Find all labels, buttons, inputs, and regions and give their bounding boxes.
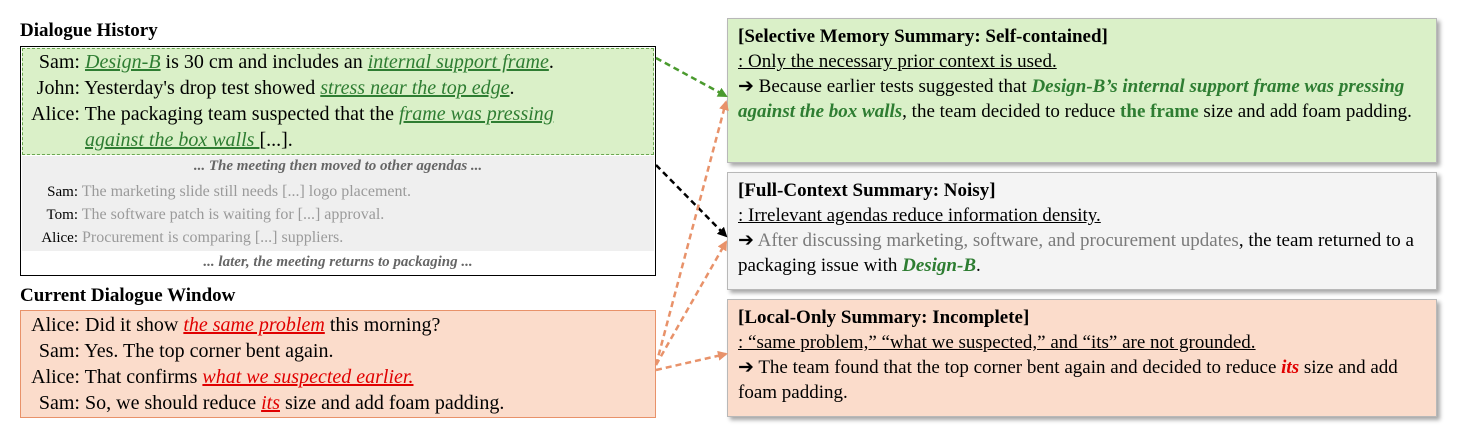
selective-summary-heading: [Selective Memory Summary: Self-containe… [738,26,1108,47]
dialogue-line: Sam: Design-B is 30 cm and includes an i… [24,50,554,74]
local-only-summary-note: : “same problem,” “what we suspected,” a… [738,332,1256,353]
utterance-text: this morning? [324,314,441,336]
utterance-text: The software patch is waiting for [...] … [81,206,385,223]
ambiguous-reference: what we suspected earlier. [202,366,414,388]
ambiguous-reference: the same problem [183,314,325,336]
selective-summary-card: [Selective Memory Summary: Self-containe… [727,18,1437,163]
current-window-title: Current Dialogue Window [20,285,236,306]
arrow-icon: ➔ [738,357,754,378]
speaker-label: Sam: [47,184,78,200]
other-agenda-line: Tom: The software patch is waiting for [… [24,204,385,226]
speaker-label: Sam: [38,340,80,362]
utterance-text: . [509,77,515,99]
speaker-label: Sam: [38,392,80,414]
dialogue-line: Sam: Yes. The top corner bent again. [24,339,334,363]
arrow-current-to-full [654,240,728,366]
highlighted-phrase: frame was pressing [398,103,554,125]
current-window-box [20,310,656,418]
speaker-label: Sam: [38,51,80,73]
utterance-text: [...]. [259,129,293,151]
dialogue-line: Alice: That confirms what we suspected e… [24,365,413,389]
highlighted-phrase: Design-B [85,51,161,73]
utterance-text: size and add foam padding. [279,392,505,414]
full-context-summary-card: [Full-Context Summary: Noisy] : Irreleva… [727,172,1437,290]
full-context-summary-heading: [Full-Context Summary: Noisy] [738,180,996,201]
separator-top: ... The meeting then moved to other agen… [193,158,483,174]
dialogue-history-box [20,46,656,276]
utterance-text: The packaging team suspected that the [84,103,399,125]
local-only-summary-card: [Local-Only Summary: Incomplete] : “same… [727,299,1437,417]
arrow-icon: ➔ [738,76,754,97]
speaker-label: Alice: [41,230,78,246]
selective-summary-body: ➔ Because earlier tests suggested that D… [738,76,1412,122]
speaker-label: Alice: [31,366,80,388]
arrow-history-to-selective [655,56,728,98]
dialogue-line: against the box walls [...]. [24,128,293,152]
utterance-text: That confirms [84,366,203,388]
utterance-text: The marketing slide still needs [...] lo… [81,183,411,200]
ambiguous-reference: its [261,392,280,414]
history-other-agendas-region [22,156,654,251]
highlighted-phrase: stress near the top edge [320,77,510,99]
speaker-label: Alice: [31,103,80,125]
utterance-text: . [548,51,554,73]
highlighted-phrase: internal support frame [367,51,549,73]
utterance-text: Yesterday's drop test showed [84,77,321,99]
speaker-label: Tom: [46,207,78,223]
dialogue-line: Sam: So, we should reduce its size and a… [24,391,504,415]
utterance-text: So, we should reduce [85,392,262,414]
utterance-text: is 30 cm and includes an [160,51,368,73]
highlighted-phrase: against the box walls [85,129,260,151]
arrow-current-to-selective [654,100,729,366]
dialogue-line: Alice: Did it show the same problem this… [24,313,440,337]
other-agenda-line: Alice: Procurement is comparing [...] su… [24,227,343,249]
local-only-summary-heading: [Local-Only Summary: Incomplete] [738,307,1030,328]
speaker-label: Alice: [31,314,80,336]
utterance-text: Did it show [85,314,184,336]
separator-bottom: ... later, the meeting returns to packag… [203,254,473,270]
utterance-text: Yes. The top corner bent again. [84,340,334,362]
dialogue-history-title: Dialogue History [20,20,158,41]
full-context-summary-body: ➔ After discussing marketing, software, … [738,230,1414,276]
arrow-history-to-full [655,164,728,238]
selective-summary-note: : Only the necessary prior context is us… [738,51,1057,72]
local-only-summary-body: ➔ The team found that the top corner ben… [738,357,1398,403]
utterance-text: Procurement is comparing [...] suppliers… [82,229,344,246]
dialogue-line: John: Yesterday's drop test showed stres… [24,76,515,100]
speaker-label: John: [36,77,80,99]
history-highlight-region [22,48,654,155]
dialogue-line: Alice: The packaging team suspected that… [24,102,554,126]
arrow-icon: ➔ [738,230,754,251]
full-context-summary-note: : Irrelevant agendas reduce information … [738,205,1101,226]
arrow-current-to-local [655,350,728,372]
other-agenda-line: Sam: The marketing slide still needs [..… [24,181,411,203]
